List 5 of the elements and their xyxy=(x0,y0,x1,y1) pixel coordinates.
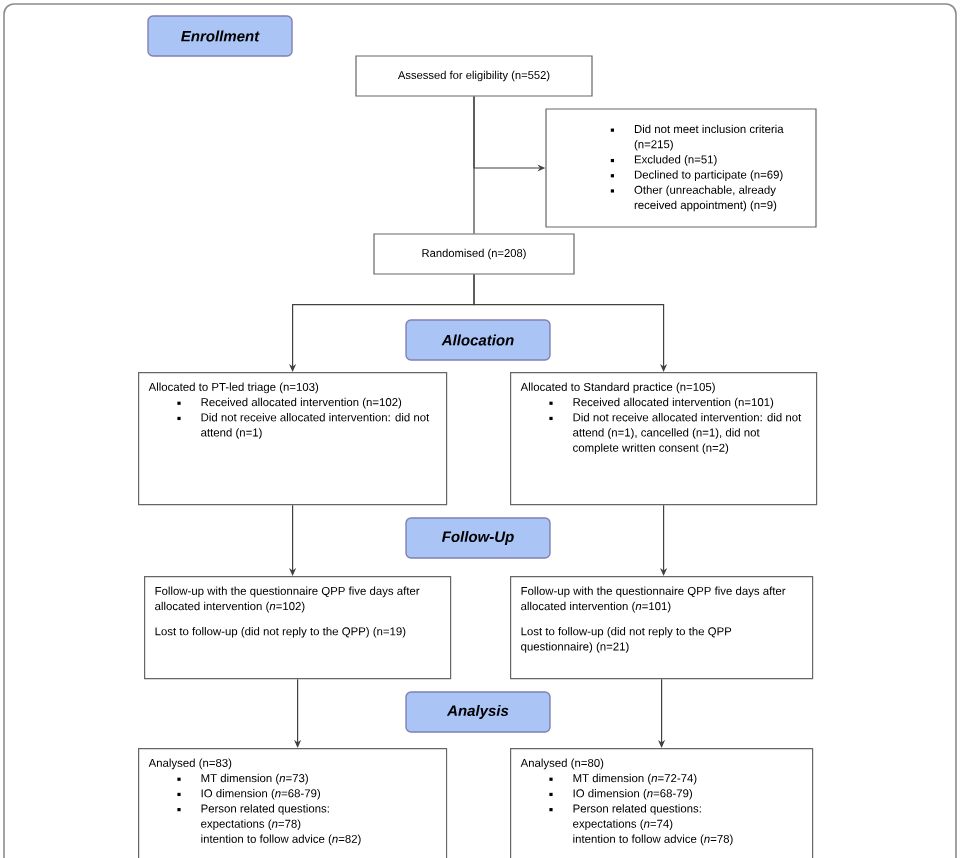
arrow xyxy=(473,274,668,372)
arrow xyxy=(658,678,666,748)
arrow xyxy=(289,504,297,576)
arrow xyxy=(294,678,302,748)
arrow xyxy=(660,504,668,576)
